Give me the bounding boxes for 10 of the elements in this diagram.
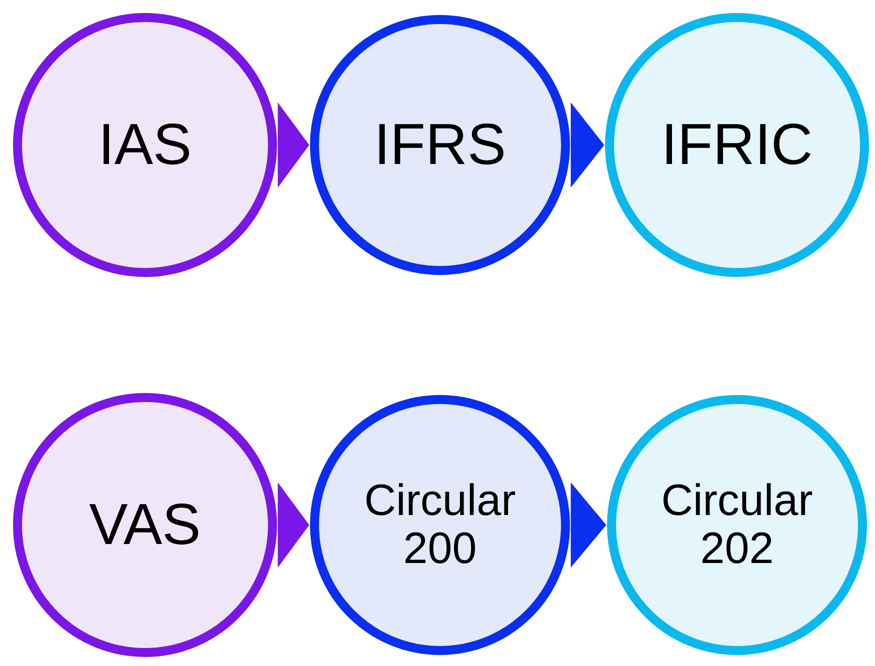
chevron-arrow: [278, 102, 310, 188]
chevron-arrow: [278, 482, 310, 568]
node-label: IFRS: [374, 113, 506, 177]
chevron-arrow: [570, 102, 604, 188]
chevron-arrow: [570, 482, 606, 568]
node-label: VAS: [89, 493, 201, 557]
node-label: Circular 200: [363, 476, 517, 574]
node-label: IAS: [98, 113, 192, 177]
node-label: IFRIC: [661, 113, 813, 177]
node-label: Circular 202: [660, 476, 814, 574]
